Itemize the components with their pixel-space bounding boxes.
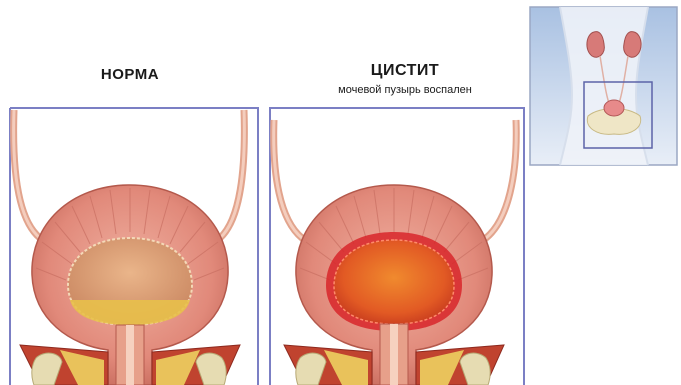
normal-bladder-panel (10, 108, 258, 385)
right-kidney (624, 32, 641, 58)
body-inset (530, 7, 677, 165)
cystitis-bladder-panel (270, 108, 524, 385)
inset-bladder (604, 100, 624, 116)
left-kidney (587, 32, 604, 58)
inflamed-cavity (334, 240, 454, 324)
